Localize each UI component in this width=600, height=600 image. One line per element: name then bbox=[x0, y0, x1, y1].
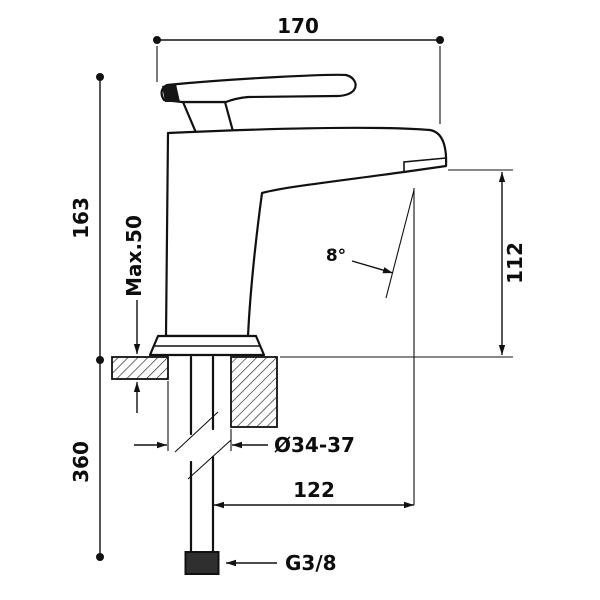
handle-lever bbox=[160, 73, 357, 104]
g38-connector bbox=[184, 551, 220, 575]
deck-hatch-left bbox=[111, 356, 169, 380]
max-thickness-label: Max.50 bbox=[122, 215, 146, 297]
stream-angled-line bbox=[385, 189, 415, 299]
hole-diameter-label: Ø34-37 bbox=[274, 433, 355, 457]
dimension-connection-thread: G3/8 bbox=[226, 551, 337, 575]
aerator-seam bbox=[403, 157, 447, 171]
dimension-hole-diameter: Ø34-37 bbox=[134, 381, 355, 457]
stream-angle-label: 8° bbox=[326, 246, 346, 266]
supply-shank bbox=[174, 355, 232, 575]
faucet-outline bbox=[148, 73, 448, 357]
angle-leader-arrow bbox=[351, 260, 394, 274]
dim-overall-height-label: 163 bbox=[69, 197, 93, 239]
dimension-spout-height: 112 bbox=[448, 169, 527, 355]
pipe-break-slash bbox=[174, 411, 219, 453]
spout-height-label: 112 bbox=[503, 242, 527, 284]
dimension-spout-reach: 122 bbox=[214, 478, 414, 509]
deck-hatch-right bbox=[230, 356, 278, 428]
dimension-overall-width: 170 bbox=[153, 14, 444, 124]
connection-thread-label: G3/8 bbox=[285, 551, 337, 575]
dim-under-counter-label: 360 bbox=[69, 441, 93, 483]
body-and-spout bbox=[164, 126, 448, 338]
dimension-under-counter-depth: 360 bbox=[69, 360, 104, 561]
dim-overall-width-label: 170 bbox=[277, 14, 319, 38]
deck-section bbox=[111, 356, 513, 428]
spout-reach-label: 122 bbox=[293, 478, 335, 502]
dimension-max-deck-thickness: Max.50 bbox=[122, 215, 146, 413]
pipe-break-slash bbox=[187, 439, 232, 480]
stream-reference: 8° bbox=[326, 188, 415, 505]
dimension-overall-height: 163 bbox=[69, 73, 104, 364]
handle-end-cap bbox=[162, 84, 180, 102]
